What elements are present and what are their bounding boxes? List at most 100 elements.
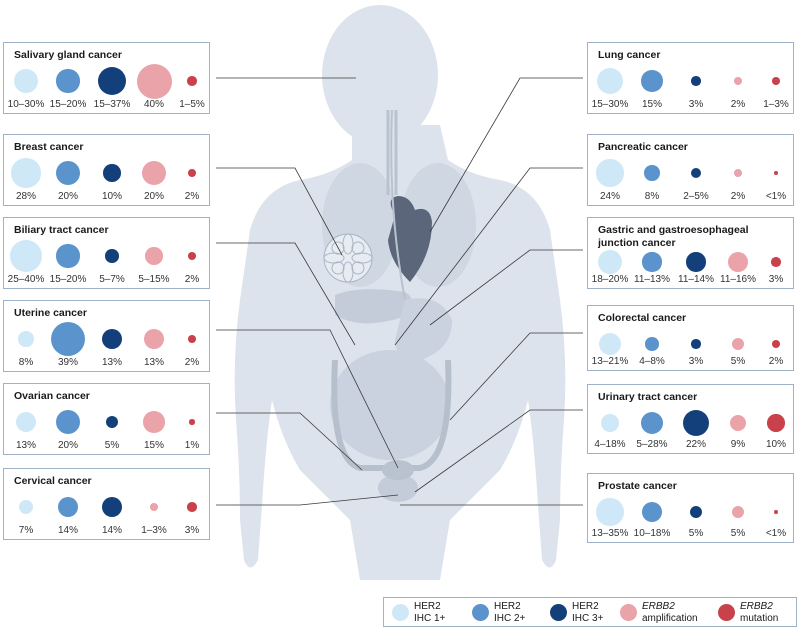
pct-label-mut: <1% bbox=[765, 528, 787, 539]
dot-ihc3 bbox=[691, 339, 701, 349]
dot-ihc3 bbox=[105, 415, 119, 429]
dot-ihc2 bbox=[641, 501, 663, 523]
pct-label-ihc1: 15–30% bbox=[591, 99, 629, 110]
dot-amp bbox=[734, 169, 742, 177]
pct-label-ihc2: 8% bbox=[644, 191, 660, 202]
legend-label-line1: ERBB2 bbox=[740, 601, 773, 612]
dot-ihc2 bbox=[642, 252, 662, 272]
pct-label-ihc2: 39% bbox=[57, 357, 78, 368]
dot-ihc3 bbox=[103, 164, 121, 182]
legend-label-line1: HER2 bbox=[494, 601, 521, 612]
pct-label-ihc2: 10–18% bbox=[633, 528, 671, 539]
pct-label-mut: 1% bbox=[184, 440, 200, 451]
pct-label-ihc2: 5–28% bbox=[636, 439, 668, 450]
pct-label-amp: 40% bbox=[143, 99, 164, 110]
dot-amp bbox=[731, 505, 745, 519]
dot-mut bbox=[774, 171, 778, 175]
pct-label-ihc1: 8% bbox=[18, 357, 34, 368]
dot-ihc3 bbox=[691, 76, 701, 86]
pct-label-amp: 1–3% bbox=[141, 525, 167, 536]
pct-label-mut: 2% bbox=[768, 356, 784, 367]
leader-lung bbox=[429, 77, 583, 233]
breast-glyph bbox=[323, 233, 373, 283]
dot-mut bbox=[774, 510, 778, 514]
leader-ovarian bbox=[216, 412, 363, 471]
dot-ihc1 bbox=[596, 67, 624, 95]
pct-label-ihc3: 3% bbox=[688, 356, 704, 367]
dot-ihc1 bbox=[598, 332, 622, 356]
pct-label-amp: 15% bbox=[143, 440, 164, 451]
dot-amp bbox=[729, 414, 747, 432]
pct-label-ihc3: 2–5% bbox=[683, 191, 709, 202]
panel-title: Salivary gland cancer bbox=[14, 49, 122, 61]
dot-amp bbox=[136, 63, 172, 99]
dot-ihc1 bbox=[600, 413, 620, 433]
leader-gastric bbox=[429, 249, 583, 326]
dot-mut bbox=[188, 169, 196, 177]
dot-ihc3 bbox=[686, 252, 706, 272]
dot-ihc2 bbox=[645, 337, 659, 351]
pct-label-mut: 1–3% bbox=[763, 99, 789, 110]
pct-label-amp: 20% bbox=[143, 191, 164, 202]
panel-title: Cervical cancer bbox=[14, 475, 92, 487]
dot-amp bbox=[141, 160, 167, 186]
legend-dot-ihc3 bbox=[550, 604, 567, 621]
pct-label-ihc3: 10% bbox=[101, 191, 122, 202]
dot-amp bbox=[731, 337, 745, 351]
legend-dot-ihc1 bbox=[392, 604, 409, 621]
dot-ihc1 bbox=[597, 249, 623, 275]
pct-label-mut: <1% bbox=[765, 191, 787, 202]
dot-mut bbox=[772, 77, 780, 85]
pct-label-amp: 5–15% bbox=[138, 274, 170, 285]
legend-label-line2: mutation bbox=[740, 613, 779, 624]
pct-label-ihc2: 20% bbox=[57, 191, 78, 202]
pct-label-amp: 13% bbox=[143, 357, 164, 368]
leader-pancreatic bbox=[394, 167, 583, 346]
pct-label-mut: 3% bbox=[184, 525, 200, 536]
pct-label-amp: 5% bbox=[730, 528, 746, 539]
leader-cervical bbox=[216, 494, 399, 506]
pct-label-mut: 2% bbox=[184, 274, 200, 285]
dot-ihc3 bbox=[690, 167, 702, 179]
legend-label-line2: IHC 1+ bbox=[414, 613, 446, 624]
pct-label-amp: 2% bbox=[730, 99, 746, 110]
pct-label-ihc1: 7% bbox=[18, 525, 34, 536]
panel-title: Colorectal cancer bbox=[598, 312, 687, 324]
dot-ihc1 bbox=[10, 240, 42, 272]
liver bbox=[335, 289, 412, 324]
pct-label-ihc1: 24% bbox=[599, 191, 620, 202]
bladder bbox=[378, 474, 418, 502]
pct-label-ihc3: 5–7% bbox=[99, 274, 125, 285]
dot-ihc1 bbox=[11, 158, 41, 188]
pct-label-ihc2: 15% bbox=[641, 99, 662, 110]
pct-label-ihc2: 11–13% bbox=[634, 274, 670, 285]
dot-ihc1 bbox=[18, 331, 34, 347]
dot-ihc1 bbox=[596, 498, 624, 526]
leader-biliary bbox=[216, 242, 356, 346]
pct-label-mut: 3% bbox=[768, 274, 784, 285]
panel-title: Urinary tract cancer bbox=[598, 391, 698, 403]
dot-ihc2 bbox=[644, 165, 660, 181]
dot-ihc3 bbox=[102, 329, 122, 349]
pct-label-mut: 2% bbox=[184, 357, 200, 368]
esophagus bbox=[390, 109, 406, 301]
pct-label-mut: 1–5% bbox=[179, 99, 205, 110]
panel-title: Prostate cancer bbox=[598, 480, 677, 492]
legend-label-line2: IHC 3+ bbox=[572, 613, 604, 624]
legend-label-line2: IHC 2+ bbox=[494, 613, 526, 624]
panel-title: Gastric and gastroesophageal junction ca… bbox=[598, 224, 749, 249]
pct-label-ihc1: 13% bbox=[15, 440, 36, 451]
leader-urinary bbox=[414, 409, 583, 493]
dot-ihc3 bbox=[689, 505, 703, 519]
pct-label-ihc1: 28% bbox=[15, 191, 36, 202]
